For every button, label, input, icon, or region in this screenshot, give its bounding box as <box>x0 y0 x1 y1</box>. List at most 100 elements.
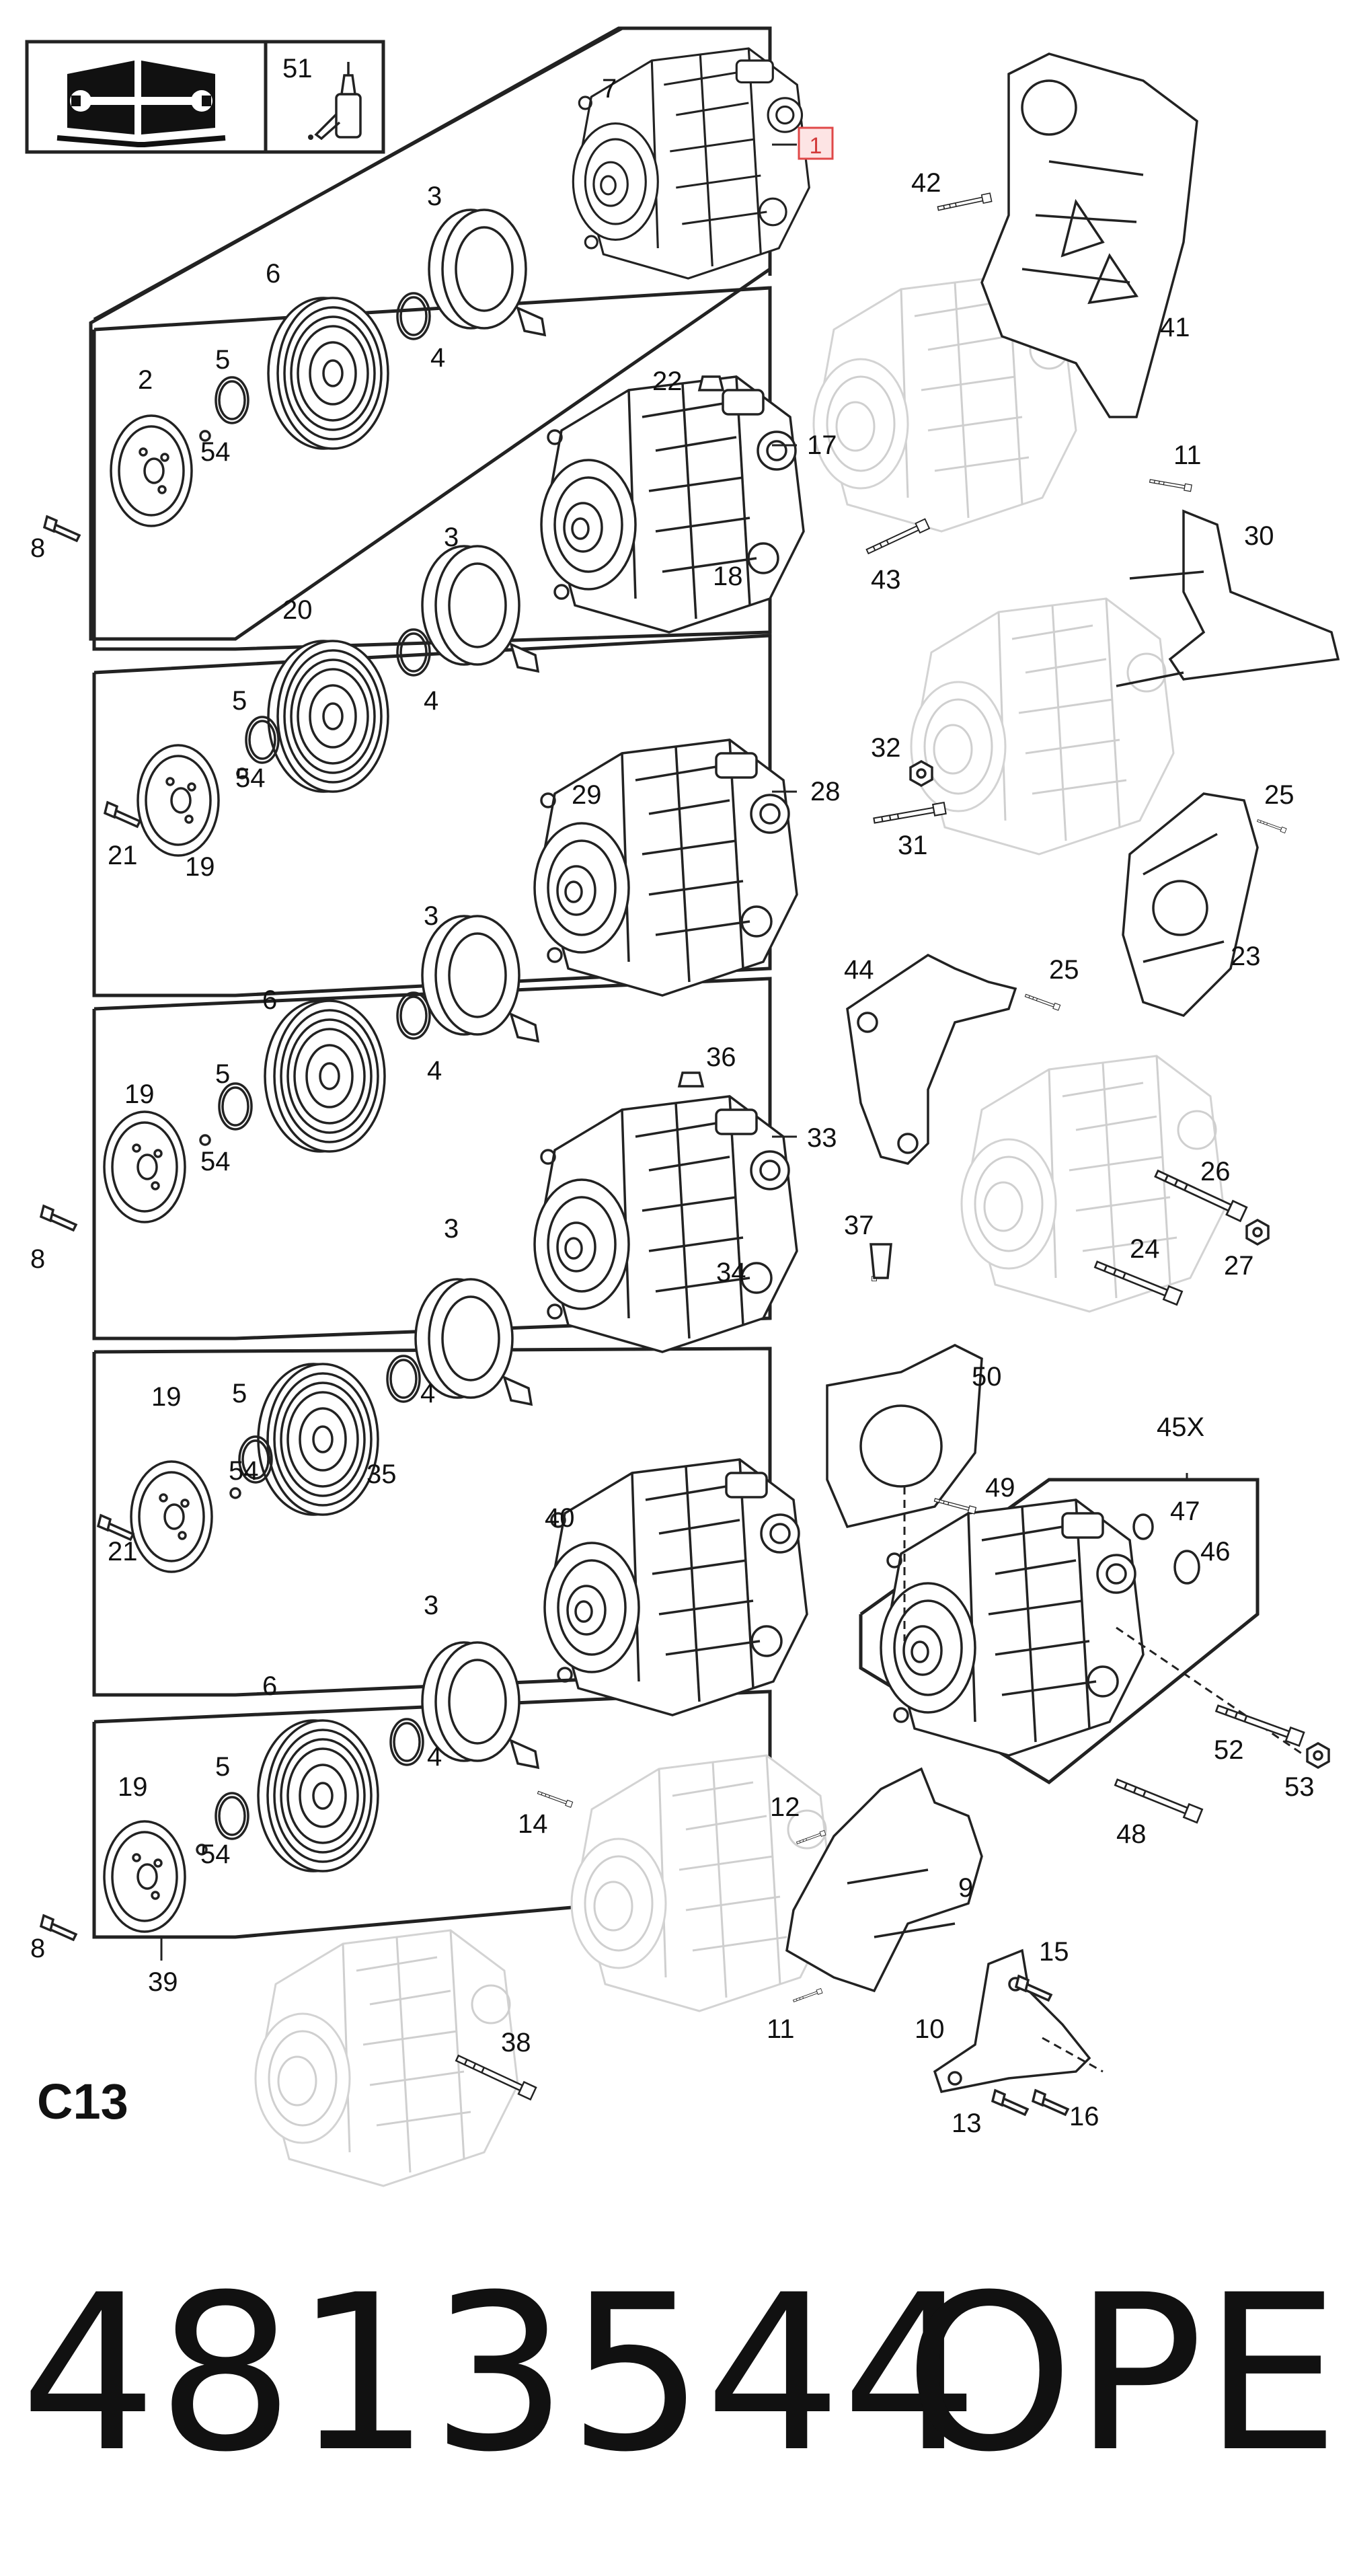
callout: 3 <box>424 901 438 931</box>
engine-code: C13 <box>37 2074 128 2129</box>
callout: 52 <box>1214 1735 1244 1765</box>
grease-bottle-icon <box>308 62 362 141</box>
callout: 10 <box>915 2014 945 2044</box>
callout: 17 <box>807 430 837 460</box>
callout: 5 <box>232 1379 247 1408</box>
callout: 54 <box>229 1456 259 1486</box>
callout: 6 <box>262 985 277 1015</box>
callout: 25 <box>1264 780 1294 810</box>
callout: 34 <box>716 1258 746 1287</box>
callout: 3 <box>444 1214 459 1244</box>
callout: 37 <box>844 1211 874 1240</box>
callout-highlight-1: 1 <box>810 133 822 159</box>
callout: 26 <box>1200 1157 1231 1186</box>
plate-10 <box>933 1948 1091 2094</box>
callout: 31 <box>898 831 928 860</box>
manual-wrench-book-icon <box>56 61 226 147</box>
callout: 28 <box>810 777 841 806</box>
callout: 45X <box>1157 1412 1204 1442</box>
callout: 18 <box>713 562 743 591</box>
engine-bracket-41 <box>980 52 1198 418</box>
callout: 44 <box>844 955 874 985</box>
callout: 46 <box>1200 1537 1231 1566</box>
bolt-37 <box>869 1243 892 1279</box>
callout: 3 <box>427 182 442 211</box>
callout: 4 <box>430 343 445 373</box>
callout-highlight-box <box>798 126 834 160</box>
callout: 4 <box>424 686 438 716</box>
callout: 8 <box>30 533 45 563</box>
callout: 14 <box>518 1809 548 1839</box>
cap-nut-22 <box>697 375 725 391</box>
bracket-23 <box>1122 792 1259 1018</box>
callout: 12 <box>770 1792 800 1822</box>
callout: 21 <box>108 1537 138 1566</box>
callout: 15 <box>1039 1937 1069 1967</box>
callout: 49 <box>985 1473 1015 1503</box>
callout: 24 <box>1130 1234 1160 1264</box>
callout: 5 <box>215 1059 230 1089</box>
callout: 36 <box>706 1043 736 1072</box>
callout: 47 <box>1170 1497 1200 1526</box>
callout: 53 <box>1284 1772 1315 1802</box>
callout: 22 <box>652 367 683 396</box>
bracket-50 <box>826 1344 983 1529</box>
callout: 7 <box>602 74 617 104</box>
callout: 3 <box>424 1591 438 1620</box>
callout: 32 <box>871 733 901 763</box>
callout: 27 <box>1224 1251 1254 1281</box>
callout: 4 <box>427 1056 442 1086</box>
callout: 54 <box>200 1147 231 1176</box>
callout: 43 <box>871 565 901 595</box>
callout: 54 <box>235 763 266 793</box>
callout: 41 <box>1160 313 1190 342</box>
callout: 6 <box>266 259 280 289</box>
callout: 5 <box>232 686 247 716</box>
bracket-9 <box>785 1767 983 1993</box>
callout: 5 <box>215 345 230 375</box>
callout: 3 <box>444 523 459 552</box>
callout: 4 <box>420 1379 435 1408</box>
callout: 42 <box>911 168 941 198</box>
callout: 11 <box>1173 441 1202 470</box>
callout: 51 <box>282 54 313 83</box>
callout: 23 <box>1231 942 1261 971</box>
callout: 19 <box>151 1382 182 1412</box>
callout: 16 <box>1069 2102 1099 2131</box>
callout: 11 <box>767 2014 795 2044</box>
callout: 54 <box>200 437 231 467</box>
callout: 33 <box>807 1123 837 1153</box>
callout: 19 <box>118 1772 148 1802</box>
callout: 8 <box>30 1934 45 1963</box>
part-number: 4813544 <box>20 2249 978 2499</box>
callout: 8 <box>30 1244 45 1274</box>
callout: 38 <box>501 2028 531 2057</box>
callout: 9 <box>958 1873 973 1903</box>
callout: 50 <box>972 1362 1002 1392</box>
bracket-44 <box>846 953 1017 1165</box>
callout: 35 <box>366 1460 397 1489</box>
kit-frame-45x <box>859 1478 1260 1785</box>
callout: 40 <box>545 1503 575 1533</box>
callout: 39 <box>148 1967 178 1997</box>
callout: 48 <box>1116 1819 1147 1849</box>
callout: 2 <box>138 365 153 395</box>
callout: 19 <box>185 852 215 882</box>
callout-labels: 51 7 3 6 4 2 5 54 8 22 17 3 18 20 5 4 54… <box>30 54 1315 2138</box>
cap-nut-36 <box>677 1071 705 1088</box>
callout: 25 <box>1049 955 1079 985</box>
callout: 30 <box>1244 521 1274 551</box>
callout: 20 <box>282 595 313 625</box>
callout: 6 <box>262 1671 277 1701</box>
callout: 19 <box>124 1079 155 1109</box>
callout: 21 <box>108 841 138 870</box>
tool-icon-box <box>25 40 385 154</box>
brand-name: OPEL <box>904 2249 1353 2499</box>
callout: 29 <box>572 780 602 810</box>
callout: 4 <box>427 1742 442 1772</box>
callout: 5 <box>215 1752 230 1782</box>
callout: 54 <box>200 1840 231 1869</box>
bracket-30 <box>1116 509 1340 687</box>
callout: 13 <box>952 2109 982 2138</box>
